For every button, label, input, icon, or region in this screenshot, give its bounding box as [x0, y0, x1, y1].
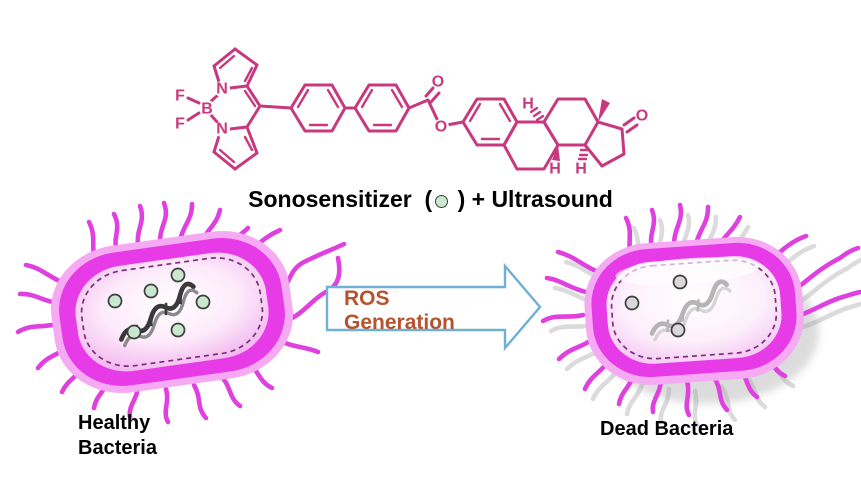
sonosensitizer-dot [195, 294, 211, 310]
atom-label-nitrogen-2: N [216, 121, 228, 138]
sonosensitizer-dot [170, 267, 186, 283]
caption-prefix: Sonosensitizer ( [248, 186, 433, 212]
healthy-label-line2: Bacteria [78, 437, 157, 459]
sonosensitizer-structure: F F B N N O O H H H O [175, 47, 648, 178]
atom-label-carbonyl-oxygen: O [432, 74, 444, 91]
sonosensitizer-dot [170, 322, 186, 338]
caption-suffix: ) + Ultrasound [451, 186, 613, 212]
ester-group [407, 86, 465, 127]
atom-label-ester-oxygen: O [435, 119, 447, 136]
sonosensitizer-dot-legend [435, 195, 449, 208]
dead-cell-body [584, 236, 804, 385]
atom-label-boron: B [201, 101, 213, 118]
dead-sonosensitizer-dots [624, 274, 688, 338]
atom-label-h8: H [549, 161, 561, 178]
sonosensitizer-dot [672, 274, 688, 290]
dead-bacterium [543, 205, 861, 425]
atom-label-h14: H [575, 161, 587, 178]
atom-label-fluorine-1: F [175, 88, 185, 105]
bodipy-core [186, 47, 293, 171]
dead-label-line1: Dead Bacteria [600, 418, 734, 440]
healthy-cell-body [50, 230, 294, 394]
ros-arrow [325, 262, 542, 352]
healthy-label-line1: Healthy [78, 412, 151, 434]
sonosensitizer-dot [670, 322, 686, 338]
estrone-rings [461, 97, 639, 171]
healthy-bacteria-label: Healthy Bacteria [78, 411, 157, 461]
atom-label-ketone-oxygen: O [636, 108, 648, 125]
dead-bacteria-label: Dead Bacteria [600, 417, 733, 442]
caption-sonosensitizer-ultrasound: Sonosensitizer ( ) + Ultrasound [0, 186, 861, 213]
biphenyl-rings [289, 83, 411, 133]
sonosensitizer-dot [143, 283, 159, 299]
ros-line2: Generation [344, 311, 455, 334]
atom-label-nitrogen-1: N [216, 81, 228, 98]
dead-dna [649, 279, 732, 342]
healthy-bacterium [15, 200, 347, 425]
sonosensitizer-dot [126, 324, 142, 340]
ros-line1: ROS [344, 287, 390, 310]
healthy-sonosensitizer-dots [107, 267, 211, 340]
atom-label-fluorine-2: F [175, 116, 185, 133]
sonosensitizer-dot [624, 295, 640, 311]
atom-label-h9: H [522, 96, 534, 113]
sonosensitizer-dot [107, 293, 123, 309]
ros-generation-label: ROS Generation [344, 287, 455, 335]
